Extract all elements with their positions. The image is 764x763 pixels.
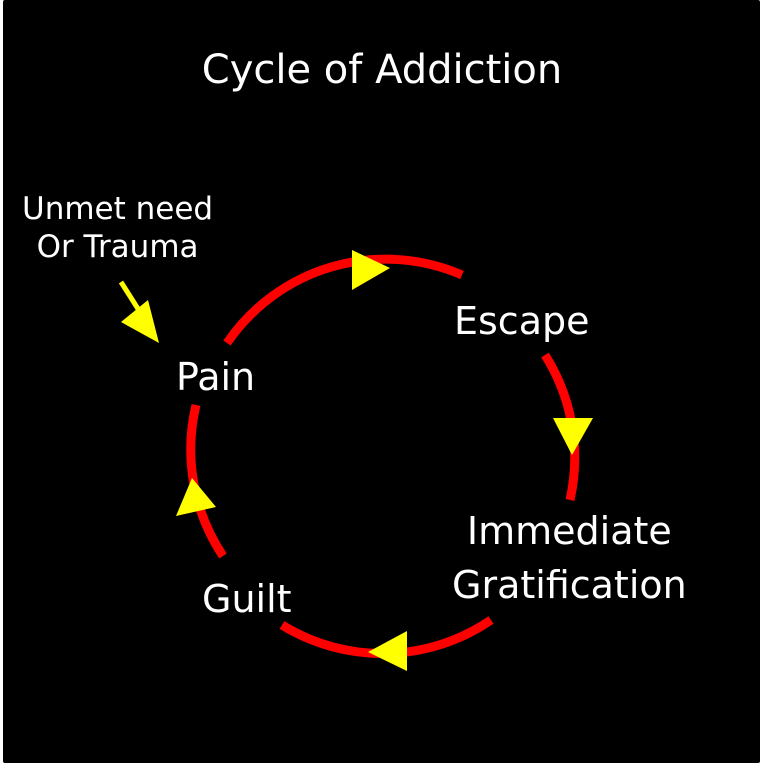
arrow-head-top: [352, 250, 390, 290]
trigger-note-line2: Or Trauma: [36, 229, 199, 265]
trigger-arrow-shaft: [118, 280, 143, 314]
diagram-title: Cycle of Addiction: [201, 47, 563, 93]
trigger-note: Unmet need Or Trauma: [22, 190, 213, 266]
trigger-arrow-head: [121, 300, 159, 343]
stage-immediate-gratification: Immediate Gratification: [452, 504, 687, 612]
arrow-head-right: [553, 418, 593, 455]
diagram-canvas: [3, 0, 760, 763]
arrow-head-bottom: [368, 631, 407, 671]
stage-gratification-line1: Immediate: [466, 509, 672, 553]
stage-guilt: Guilt: [202, 577, 292, 621]
ring-segment-pain-escape: [223, 254, 464, 346]
stage-gratification-line2: Gratification: [452, 563, 687, 607]
ring-segment-guilt-pain: [186, 403, 227, 559]
stage-pain: Pain: [176, 355, 256, 399]
arrow-head-left: [176, 478, 216, 516]
trigger-note-line1: Unmet need: [22, 191, 214, 227]
stage-escape: Escape: [454, 299, 590, 343]
